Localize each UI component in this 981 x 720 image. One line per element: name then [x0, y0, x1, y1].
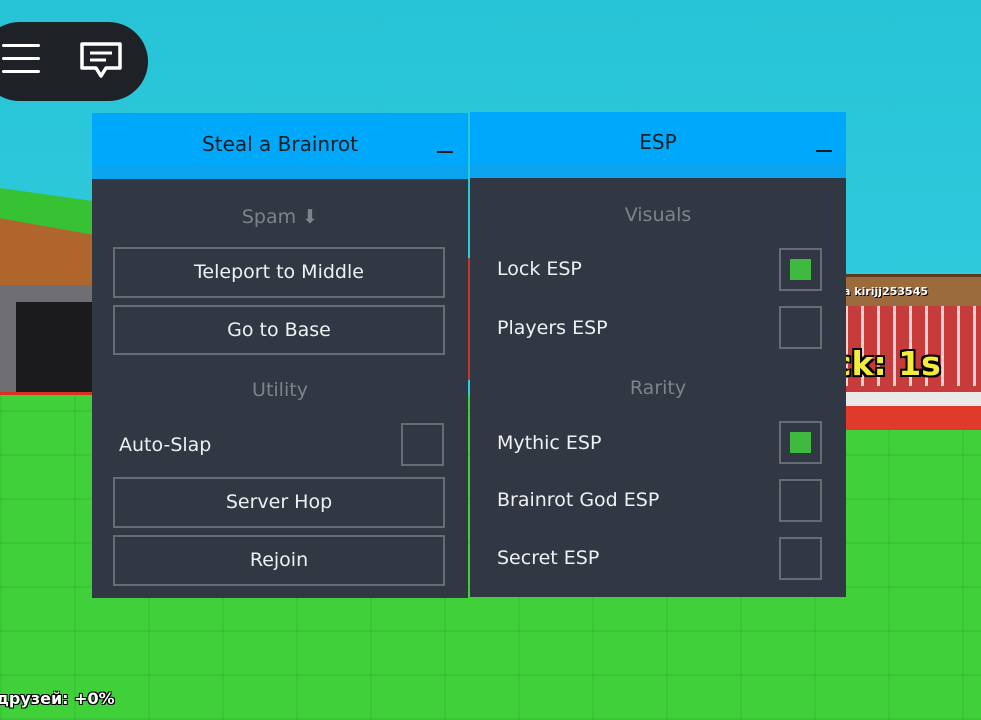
- mythic-esp-label: Mythic ESP: [497, 432, 602, 454]
- center-laser: [466, 258, 472, 380]
- player-base-roof: [845, 274, 981, 310]
- go-to-base-button[interactable]: Go to Base: [113, 305, 445, 355]
- rejoin-button[interactable]: Rejoin: [113, 535, 445, 586]
- server-hop-button[interactable]: Server Hop: [113, 477, 445, 528]
- auto-slap-label: Auto-Slap: [119, 434, 212, 456]
- brainrot-god-esp-checkbox[interactable]: [779, 479, 822, 522]
- section-visuals: Visuals: [624, 204, 692, 226]
- secret-esp-checkbox[interactable]: [779, 537, 822, 580]
- section-rarity: Rarity: [629, 377, 687, 399]
- minimize-button[interactable]: [816, 150, 832, 152]
- panel-title: ESP: [639, 130, 677, 154]
- section-spam: Spam ⬇: [241, 206, 319, 228]
- panel-header[interactable]: ESP: [470, 112, 846, 178]
- player-base-laser: [845, 406, 981, 430]
- roblox-topbar: [0, 22, 148, 101]
- mythic-esp-checkbox[interactable]: [779, 421, 822, 464]
- chat-icon[interactable]: [78, 40, 124, 82]
- lock-esp-label: Lock ESP: [497, 258, 582, 280]
- minimize-button[interactable]: [437, 151, 453, 153]
- panel-header[interactable]: Steal a Brainrot: [92, 113, 468, 179]
- section-utility: Utility: [252, 379, 308, 401]
- hamburger-menu-icon[interactable]: [2, 44, 40, 76]
- base-owner-name: a kirijj253545: [843, 285, 928, 298]
- secret-esp-label: Secret ESP: [497, 547, 600, 569]
- player-base-bars: [845, 306, 981, 386]
- players-esp-label: Players ESP: [497, 317, 608, 339]
- panel-title: Steal a Brainrot: [202, 132, 358, 156]
- checkbox-checked-fill: [790, 259, 811, 280]
- player-base-floor: [845, 392, 981, 408]
- brainrot-god-esp-label: Brainrot God ESP: [497, 489, 660, 511]
- checkbox-checked-fill: [790, 432, 811, 453]
- auto-slap-checkbox[interactable]: [401, 423, 444, 466]
- teleport-to-middle-button[interactable]: Teleport to Middle: [113, 247, 445, 298]
- esp-panel: ESP Visuals Lock ESP Players ESP Rarity …: [470, 112, 846, 597]
- base-lock-timer: ck: 1s: [832, 344, 941, 383]
- lock-esp-checkbox[interactable]: [779, 248, 822, 291]
- friends-bonus-text: друзей: +0%: [0, 689, 115, 708]
- players-esp-checkbox[interactable]: [779, 306, 822, 349]
- steal-a-brainrot-panel: Steal a Brainrot Spam ⬇ Teleport to Midd…: [92, 113, 468, 598]
